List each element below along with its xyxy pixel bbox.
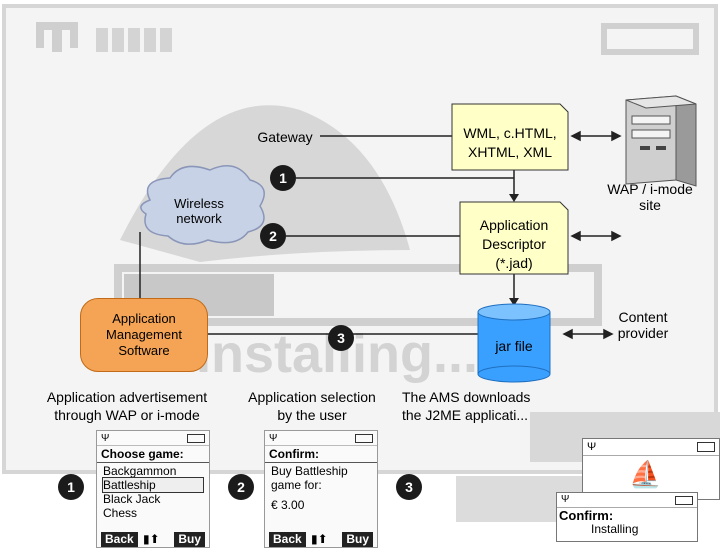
- phone-status-bar: Ψ: [97, 431, 209, 446]
- flow-badge-3: 3: [328, 325, 354, 351]
- phone-status-bar: Ψ: [583, 439, 719, 456]
- double-arrow-icon-2: [570, 230, 622, 242]
- flow-badge-2: 2: [260, 223, 286, 249]
- formats-note: WML, c.HTML, XHTML, XML: [452, 124, 568, 162]
- progress-frame: [114, 264, 602, 326]
- descriptor-note: Application Descriptor (*.jad): [460, 216, 568, 273]
- wap-site-line-1: WAP / i-mode: [607, 181, 693, 197]
- antenna-icon: Ψ: [561, 494, 570, 505]
- softkey-bar: Back ▮⬆ Buy: [265, 531, 377, 547]
- installing-text: Installing: [591, 522, 639, 536]
- large-antenna-icon: [36, 22, 78, 52]
- confirm-line-2: game for:: [271, 478, 322, 492]
- step-3-caption-line-2: the J2ME applicati...: [402, 407, 529, 423]
- step-2-caption-line-2: by the user: [277, 407, 347, 423]
- large-battery-icon: [601, 23, 699, 55]
- step-2-caption-line-1: Application selection: [248, 389, 376, 405]
- step-number-1: 1: [58, 474, 84, 500]
- game-list: Backgammon Battleship Black Jack Chess: [97, 463, 209, 521]
- phone-title: Confirm:: [559, 508, 614, 523]
- price-text: € 3.00: [271, 498, 305, 512]
- list-item-selected[interactable]: Battleship: [102, 477, 204, 493]
- wireless-network-label: Wireless network: [160, 196, 238, 226]
- confirm-text: Buy Battleship game for: € 3.00: [265, 463, 377, 513]
- softkey-bar: Back ▮⬆ Buy: [97, 531, 209, 547]
- battery-icon: [355, 434, 373, 443]
- ams-line-1: Application: [112, 311, 176, 326]
- formats-note-line-1: WML, c.HTML,: [463, 125, 557, 141]
- content-provider-label: Content provider: [600, 309, 686, 341]
- gateway-label: Gateway: [257, 129, 313, 145]
- content-provider-line-1: Content: [618, 309, 668, 325]
- wap-site-line-2: site: [639, 197, 661, 213]
- step-3-caption-line-1: The AMS downloads: [402, 389, 531, 405]
- double-arrow-icon-3: [562, 328, 614, 340]
- content-provider-line-2: provider: [617, 325, 669, 341]
- step-3-caption: The AMS downloads the J2ME applicati...: [402, 388, 562, 424]
- phone-screen-confirm: Ψ Confirm: Buy Battleship game for: € 3.…: [264, 430, 378, 548]
- step-1-caption-line-2: through WAP or i-mode: [54, 407, 200, 423]
- step-1-caption: Application advertisement through WAP or…: [22, 388, 232, 424]
- list-item[interactable]: Backgammon: [103, 464, 177, 478]
- formats-note-shape: [451, 103, 569, 171]
- phone-screen-installing-large: Ψ ⛵: [582, 438, 720, 500]
- wireless-cloud-icon: [140, 165, 265, 245]
- descriptor-note-line-3: (*.jad): [495, 255, 533, 271]
- list-item[interactable]: Black Jack: [103, 492, 161, 506]
- phone-title: Confirm:: [265, 446, 377, 463]
- pirate-ship-icon: ⛵: [629, 459, 662, 489]
- phone-screen-choose-game: Ψ Choose game: Backgammon Battleship Bla…: [96, 430, 210, 548]
- ams-line-2: Management: [106, 327, 182, 342]
- jar-file-cylinder-icon: [477, 303, 551, 383]
- double-arrow-icon-1: [570, 130, 622, 142]
- server-tower-icon: [625, 95, 697, 187]
- step-1-caption-line-1: Application advertisement: [46, 389, 208, 405]
- step-2-caption: Application selection by the user: [232, 388, 392, 424]
- list-item[interactable]: Chess: [103, 506, 138, 520]
- wap-site-label: WAP / i-mode site: [590, 181, 710, 213]
- flow-badge-1: 1: [270, 165, 296, 191]
- jar-file-label: jar file: [495, 338, 533, 354]
- ams-box: Application Management Software: [80, 298, 208, 372]
- antenna-icon: Ψ: [269, 433, 278, 444]
- descriptor-note-shape: [459, 201, 569, 275]
- antenna-icon: Ψ: [101, 433, 110, 444]
- formats-note-line-2: XHTML, XML: [467, 144, 552, 160]
- descriptor-note-line-1: Application: [479, 217, 549, 233]
- phone-title: Choose game:: [97, 446, 209, 463]
- phone-status-bar: Ψ: [557, 493, 697, 508]
- step-number-3: 3: [396, 474, 422, 500]
- battery-icon: [697, 442, 715, 452]
- phone-status-bar: Ψ: [265, 431, 377, 446]
- descriptor-note-line-2: Descriptor: [482, 236, 546, 252]
- antenna-icon: Ψ: [587, 441, 597, 453]
- confirm-line-1: Buy Battleship: [271, 464, 348, 478]
- nav-arrows-icon: ▮⬆: [143, 532, 160, 546]
- nav-arrows-icon: ▮⬆: [311, 532, 328, 546]
- ams-line-3: Software: [118, 343, 170, 358]
- phone-screen-installing-small: Ψ Confirm: Installing: [556, 492, 698, 542]
- wireless-line-1: Wireless: [174, 196, 224, 211]
- large-signal-bars-icon: [96, 28, 172, 52]
- battery-icon: [675, 496, 693, 505]
- wireless-line-2: network: [176, 211, 222, 226]
- step-number-2: 2: [228, 474, 254, 500]
- battery-icon: [187, 434, 205, 443]
